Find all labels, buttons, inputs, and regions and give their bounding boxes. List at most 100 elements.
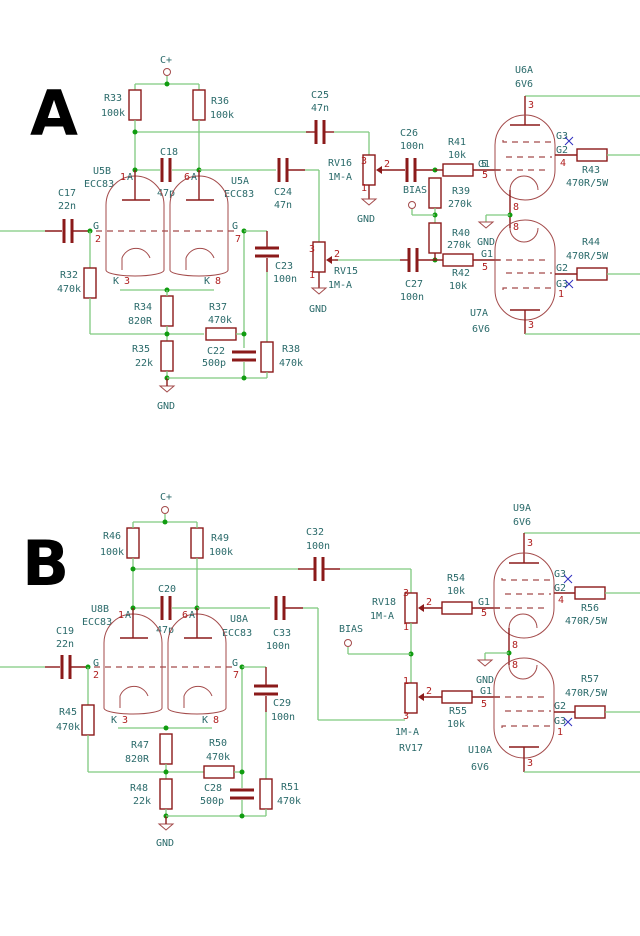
resistor-r40 (428, 222, 442, 254)
c22-ref: C22 (207, 346, 225, 357)
u10a-f1-pin: 8 (512, 660, 518, 671)
rv18-pin3: 3 (403, 588, 409, 599)
rv18-ref: RV18 (372, 597, 396, 608)
resistor-r35 (160, 340, 174, 372)
u9a-f1-pin: 8 (512, 640, 518, 651)
u5a-grid-letter: G (232, 221, 238, 232)
u6a-type: 6V6 (515, 79, 533, 90)
r43-ref: R43 (582, 165, 600, 176)
r38-ref: R38 (282, 344, 300, 355)
u7a-g3-pin: 1 (558, 289, 564, 300)
r45-ref: R45 (59, 707, 77, 718)
resistor-r34 (160, 295, 174, 327)
u9a-g1-text: G1 (478, 597, 490, 608)
c19-value: 22n (56, 639, 74, 650)
resistor-r47 (159, 733, 173, 765)
u6a-ref: U6A (515, 65, 533, 76)
section-label-a: A (30, 77, 78, 150)
rv16-pin1: 1 (361, 183, 367, 194)
resistor-r42 (442, 253, 474, 267)
c22-value: 500p (202, 358, 226, 369)
c26-ref: C26 (400, 128, 418, 139)
resistor-r49 (190, 527, 204, 559)
r32-ref: R32 (60, 270, 78, 281)
resistor-r36 (192, 89, 206, 121)
c18-value: 47p (157, 188, 175, 199)
u8a-anode-letter: A (189, 610, 195, 621)
tube-u8b (103, 613, 163, 715)
u9a-anode-pin: 3 (527, 538, 533, 549)
u6a-g1-label: 5 (481, 159, 487, 170)
ground-icon (157, 823, 175, 831)
r40-ref: R40 (452, 228, 470, 239)
resistor-r55 (441, 690, 473, 704)
c26-value: 100n (400, 141, 424, 152)
u9a-ref: U9A (513, 503, 531, 514)
u9a-type: 6V6 (513, 517, 531, 528)
u5a-anode-letter: A (191, 172, 197, 183)
u9a-g3-label: G3 (554, 569, 566, 580)
r51-value: 470k (277, 796, 301, 807)
gnd-label: GND (156, 838, 174, 849)
u6a-anode-pin: 3 (528, 100, 534, 111)
ground-icon (158, 385, 176, 393)
r48-value: 22k (133, 796, 151, 807)
gnd-label: GND (357, 214, 375, 225)
u6a-g2-pin: 4 (560, 158, 566, 169)
u5b-cathode-letter: K (113, 276, 119, 287)
c33-ref: C33 (273, 628, 291, 639)
rv16-value: 1M-A (328, 172, 352, 183)
supply-label: C+ (160, 492, 172, 503)
u5a-cathode-pin: 8 (215, 276, 221, 287)
c18-ref: C18 (160, 147, 178, 158)
no-connect-icon (564, 279, 574, 289)
u5b-type: ECC83 (84, 179, 114, 190)
u9a-g1-pin: 5 (481, 608, 487, 619)
rv15-pin3: 3 (309, 244, 315, 255)
c27-ref: C27 (405, 279, 423, 290)
resistor-r33 (128, 89, 142, 121)
u6a-g1-text: G1 (478, 159, 490, 170)
u10a-g3-label: G3 (554, 716, 566, 727)
rv17-ref: RV17 (399, 743, 423, 754)
ground-icon (360, 198, 378, 206)
r50-ref: R50 (209, 738, 227, 749)
bias-port-icon[interactable] (344, 639, 352, 647)
rv16-pin3: 3 (361, 156, 367, 167)
bias-port-icon[interactable] (408, 201, 416, 209)
u8a-type: ECC83 (222, 628, 252, 639)
supply-port-icon (161, 506, 169, 514)
tube-u7a (494, 219, 556, 321)
u8b-anode-pin: 1 (118, 610, 124, 621)
u5a-anode-pin: 6 (184, 172, 190, 183)
r54-value: 10k (447, 586, 465, 597)
section-label-b: B (22, 527, 69, 600)
resistor-r45 (81, 704, 95, 736)
u10a-g2-label: G2 (554, 701, 566, 712)
r33-ref: R33 (104, 93, 122, 104)
c27-value: 100n (400, 292, 424, 303)
c24-ref: C24 (274, 187, 292, 198)
section-a: A C+ R33 100k R36 100k C25 47n (0, 55, 640, 412)
u8a-ref: U8A (230, 614, 248, 625)
r45-value: 470k (56, 722, 80, 733)
tube-u9a (493, 552, 555, 639)
c19-ref: C19 (56, 626, 74, 637)
u9a-g2-label: G2 (554, 583, 566, 594)
c29-ref: C29 (273, 698, 291, 709)
resistor-r57 (574, 705, 606, 719)
r49-value: 100k (209, 547, 233, 558)
u10a-g3-pin: 1 (557, 727, 563, 738)
c17-value: 22n (58, 201, 76, 212)
r34-ref: R34 (134, 302, 152, 313)
c29-value: 100n (271, 712, 295, 723)
r35-value: 22k (135, 358, 153, 369)
resistor-r41 (442, 163, 474, 177)
gnd-label: GND (309, 304, 327, 315)
c32-ref: C32 (306, 527, 324, 538)
r34-value: 820R (128, 316, 153, 327)
c33-value: 100n (266, 641, 290, 652)
r55-ref: R55 (449, 706, 467, 717)
rv17-pin3: 3 (403, 711, 409, 722)
